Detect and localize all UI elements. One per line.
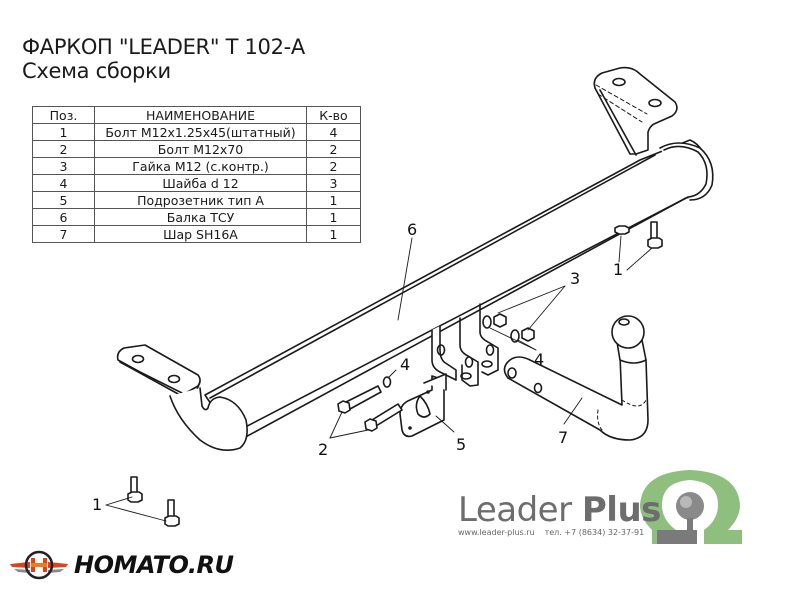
- leader-plus-contacts: www.leader-plus.ru тел. +7 (8634) 32-37-9…: [458, 528, 661, 537]
- col-header-pos: Поз.: [32, 106, 95, 124]
- bolts-and-washer-left: [337, 376, 403, 432]
- cell-name: Болт М12х70: [94, 140, 307, 158]
- bolts-pos1: [127, 221, 663, 527]
- subtitle-line: Схема сборки: [22, 59, 171, 83]
- cell-qty: 1: [306, 225, 361, 243]
- callout-3: 3: [570, 269, 580, 288]
- nuts-and-washers-right: [482, 313, 535, 343]
- page-title: ФАРКОП "LEADER" Т 102-А Схема сборки: [22, 35, 305, 83]
- leader-plus-phone: тел. +7 (8634) 32-37-91: [544, 528, 645, 537]
- cell-name: Балка ТСУ: [94, 208, 307, 226]
- tow-beam: [204, 139, 714, 441]
- leader-plus-omega-icon: [640, 470, 742, 544]
- leader-plus-logo: Leader Plus www.leader-plus.ru тел. +7 (8…: [458, 490, 661, 537]
- cell-pos: 7: [32, 225, 95, 243]
- callout-4-right: 4: [534, 350, 544, 369]
- leader-plus-url[interactable]: www.leader-plus.ru: [458, 528, 535, 537]
- ball-mount: [503, 315, 649, 441]
- socket-plate: [399, 373, 447, 438]
- homato-wordmark: HOMATO.RU: [74, 551, 234, 579]
- cell-name: Подрозетник тип А: [94, 191, 307, 209]
- callout-1-right: 1: [613, 260, 623, 279]
- right-mount-bracket: [593, 66, 678, 156]
- homato-wing-icon: [10, 550, 68, 580]
- left-mount-bracket: [116, 344, 248, 451]
- cell-qty: 1: [306, 191, 361, 209]
- leader-plus-wordmark: Leader Plus: [458, 490, 661, 530]
- callout-2: 2: [318, 440, 328, 459]
- homato-logo: HOMATO.RU: [8, 548, 234, 582]
- callout-7: 7: [558, 428, 568, 447]
- title-line: ФАРКОП "LEADER" Т 102-А: [22, 35, 305, 59]
- cell-name: Шар SH16A: [94, 225, 307, 243]
- center-mount-plates: [431, 303, 499, 387]
- callout-1-left: 1: [92, 495, 102, 514]
- callout-6: 6: [407, 220, 417, 239]
- leader-lines: [105, 235, 653, 522]
- table-header-row: Поз. НАИМЕНОВАНИЕ К-во: [32, 106, 361, 124]
- callout-5: 5: [456, 435, 466, 454]
- callout-4-top: 4: [400, 355, 410, 374]
